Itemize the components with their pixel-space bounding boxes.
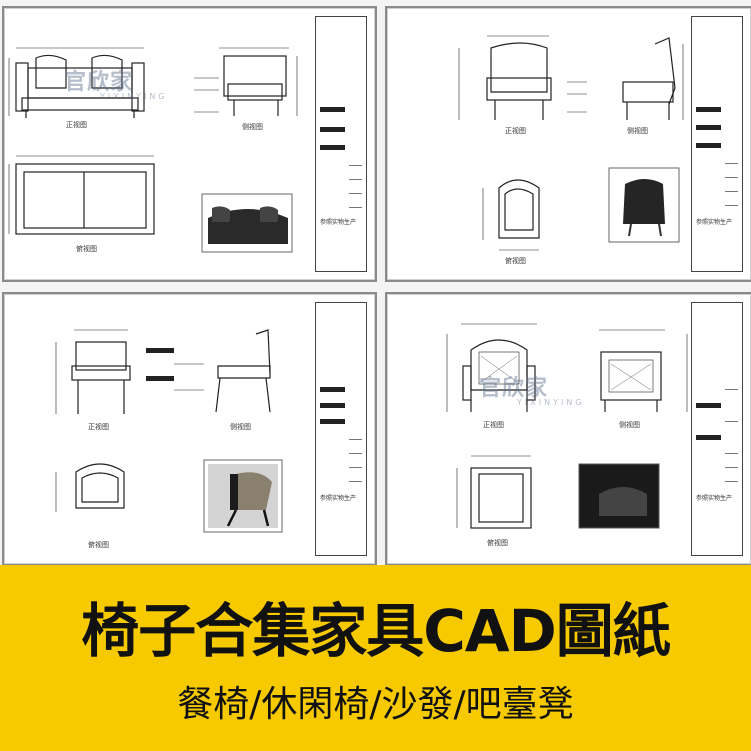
armchair-drawing [446, 323, 688, 529]
top-view-label: 俯视图 [76, 245, 97, 253]
cad-sheet-dining-chair: 正视图 侧视图 俯视图 参照实物生产 [2, 292, 377, 566]
watermark: 官欣家 [64, 69, 134, 94]
watermark-sub: YIXINYING [100, 92, 168, 101]
side-view-label: 侧视图 [230, 423, 251, 431]
side-view-label: 侧视图 [242, 123, 263, 131]
wing-chair-drawing [458, 35, 684, 251]
front-view-label: 正视图 [88, 423, 109, 431]
dining-chair-drawing [55, 329, 283, 533]
title-banner [0, 565, 751, 751]
production-note: 参照实物生产 [696, 219, 733, 226]
title-block: 参照实物生产 [691, 16, 743, 272]
front-view-label: 正视图 [66, 121, 87, 129]
cad-sheet-wing-chair: 正视图 侧视图 俯视图 参照实物生产 [385, 6, 751, 282]
title-block: 参照实物生产 [315, 16, 367, 272]
production-note: 参照实物生产 [320, 495, 357, 502]
watermark: 官欣家 [479, 375, 549, 400]
cad-sheet-sofa: 正视图 侧视图 俯视图 参照实物生产 官欣家 YIXINYING [2, 6, 377, 282]
title-block: 参照实物生产 [691, 302, 743, 556]
top-view-label: 俯视图 [88, 541, 109, 549]
front-view-label: 正视图 [483, 421, 504, 429]
production-note: 参照实物生产 [320, 219, 357, 226]
top-view-label: 俯视图 [487, 539, 508, 547]
banner-subtitle: 餐椅/休閑椅/沙發/吧臺凳 [177, 684, 574, 725]
banner-title: 椅子合集家具CAD圖紙 [81, 597, 671, 665]
side-view-label: 侧视图 [619, 421, 640, 429]
watermark-sub: YIXINYING [517, 398, 585, 407]
production-note: 参照实物生产 [696, 495, 733, 502]
sofa-drawing [8, 47, 298, 253]
top-view-label: 俯视图 [505, 257, 526, 265]
side-view-label: 侧视图 [627, 127, 648, 135]
cad-sheet-armchair: 正视图 侧视图 俯视图 参照实物生产 官欣家 YIXINYING [385, 292, 751, 566]
front-view-label: 正视图 [505, 127, 526, 135]
title-block: 参照实物生产 [315, 302, 367, 556]
